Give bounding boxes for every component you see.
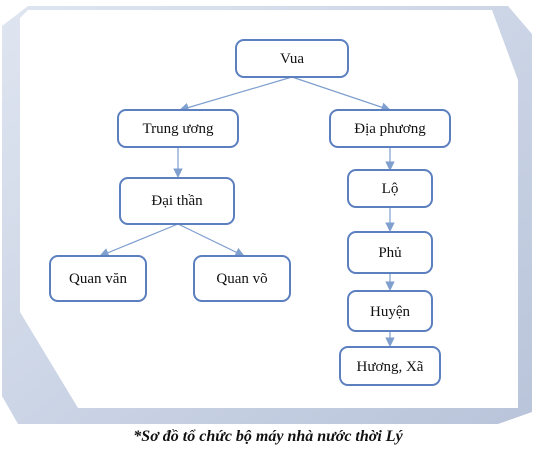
nodes: Vua Trung ương Địa phương Đại thần Quan … [49, 39, 451, 386]
node-lo: Lộ [347, 169, 433, 208]
connectors [99, 76, 395, 347]
node-dai-than: Đại thần [119, 177, 235, 225]
node-huong-xa-label: Hương, Xã [357, 359, 424, 375]
edge-dai-than-quan-van [99, 223, 179, 258]
node-quan-van-label: Quan văn [69, 271, 127, 287]
node-dia-phuong-label: Địa phương [354, 121, 426, 137]
edge-vua-trung-uong [179, 76, 293, 113]
node-trung-uong-label: Trung ương [143, 121, 214, 137]
node-lo-label: Lộ [382, 181, 399, 197]
node-vua-label: Vua [280, 51, 304, 67]
node-vua: Vua [235, 39, 349, 78]
edge-dai-than-quan-vo [177, 223, 245, 257]
node-huyen-label: Huyện [370, 304, 410, 320]
node-quan-van: Quan văn [49, 255, 147, 302]
node-phu: Phủ [347, 231, 433, 274]
node-huyen: Huyện [347, 290, 433, 332]
node-quan-vo-label: Quan võ [216, 271, 267, 287]
node-phu-label: Phủ [378, 245, 402, 261]
diagram-caption: *Sơ đồ tổ chức bộ máy nhà nước thời Lý [133, 428, 403, 445]
node-huong-xa: Hương, Xã [339, 346, 441, 386]
node-dai-than-label: Đại thần [151, 193, 203, 209]
node-quan-vo: Quan võ [193, 255, 291, 302]
node-dia-phuong: Địa phương [329, 109, 451, 148]
node-trung-uong: Trung ương [117, 109, 239, 148]
edge-vua-dia-phuong [291, 76, 391, 112]
